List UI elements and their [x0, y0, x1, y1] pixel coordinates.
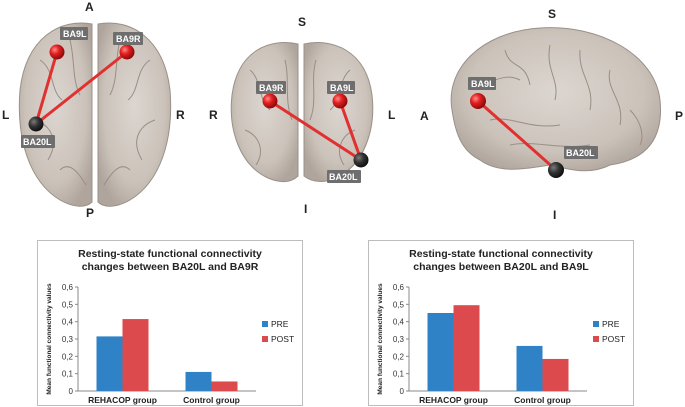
bar-post-0	[122, 319, 149, 391]
connection-line	[338, 100, 363, 161]
y-axis-label: Mean functional connectivity values	[46, 283, 53, 395]
orientation-top: A	[85, 0, 94, 14]
chart-svg: Mean functional connectivity values 0 0,1 0…	[377, 283, 625, 405]
orientation-right: L	[388, 108, 396, 122]
node-label-ba20l: BA20L	[23, 137, 52, 147]
y-tick-label: 0,2	[393, 352, 405, 361]
node-label-box	[564, 146, 598, 159]
y-tick-label: 0,6	[62, 283, 74, 292]
orientation-top: S	[548, 7, 557, 21]
y-tick-label: 0,5	[393, 300, 405, 309]
bar-pre-0	[427, 313, 454, 391]
node-label-ba9r: BA9R	[259, 83, 284, 93]
x-category-label: REHACOP group	[88, 395, 157, 405]
brain-axial-svg: BA9L BA9R BA20L	[18, 22, 172, 207]
orientation-right: R	[176, 108, 185, 122]
y-tick-label: 0,3	[393, 335, 405, 344]
legend-label-post: POST	[271, 334, 294, 344]
node-label-ba9l: BA9L	[63, 29, 87, 39]
connection-line	[269, 99, 362, 162]
node-ba9l	[332, 93, 348, 109]
legend-swatch-pre	[593, 321, 599, 327]
node-label-ba9l: BA9L	[330, 83, 354, 93]
y-tick-label: 0	[69, 387, 74, 396]
brain-silhouette	[18, 22, 172, 207]
node-label-box	[21, 135, 55, 148]
legend-label-post: POST	[602, 334, 625, 344]
orientation-right: P	[675, 109, 684, 123]
node-ba9l	[470, 93, 486, 109]
node-ba20l	[28, 116, 44, 132]
brain-view-axial: A P L R	[0, 0, 200, 235]
legend-label-pre: PRE	[271, 319, 289, 329]
brain-view-coronal: S I R L BA9R BA9L BA20L	[200, 0, 410, 235]
brain-coronal-svg: BA9R BA9L BA20L	[230, 42, 374, 183]
y-tick-label: 0,6	[393, 283, 405, 292]
x-category-label: REHACOP group	[419, 395, 488, 405]
orientation-left: L	[2, 108, 10, 122]
bar-pre-1	[516, 345, 543, 391]
orientation-top: S	[298, 15, 307, 29]
chart-title: Resting-state functional connectivity ch…	[409, 248, 593, 273]
x-category-label: Control group	[183, 395, 240, 405]
orientation-left: A	[420, 109, 429, 123]
brain-view-sagittal: S I A P BA9L BA20L	[410, 0, 685, 235]
bar-post-0	[453, 305, 480, 391]
node-label-box	[113, 32, 143, 45]
brain-sagittal-svg: BA9L BA20L	[450, 27, 662, 178]
chart-ba20l-ba9r: Resting-state functional connectivity ch…	[37, 240, 303, 406]
node-label-box	[327, 170, 361, 183]
y-tick-label: 0,1	[62, 370, 74, 379]
node-ba9r	[119, 44, 135, 60]
bar-pre-1	[185, 371, 212, 391]
node-ba20l	[548, 162, 564, 178]
chart-ba20l-ba9l: Resting-state functional connectivity ch…	[368, 240, 634, 406]
legend-swatch-pre	[262, 321, 268, 327]
bar-post-1	[542, 358, 569, 391]
node-ba9l	[49, 44, 65, 60]
y-tick-label: 0,2	[62, 352, 74, 361]
orientation-bottom: I	[304, 202, 308, 216]
brain-silhouette	[230, 42, 374, 183]
node-label-ba20l: BA20L	[566, 148, 595, 158]
bar-pre-0	[96, 336, 123, 391]
node-label-ba9r: BA9R	[116, 34, 141, 44]
node-label-ba9l: BA9L	[471, 79, 495, 89]
node-label-ba20l: BA20L	[329, 172, 358, 182]
node-ba9r	[262, 93, 278, 109]
orientation-bottom: P	[86, 206, 95, 220]
y-tick-label: 0,5	[62, 300, 74, 309]
orientation-bottom: I	[553, 208, 557, 222]
node-ba20l	[353, 152, 369, 168]
y-tick-label: 0,1	[393, 370, 405, 379]
connection-line	[477, 99, 557, 172]
x-category-label: Control group	[514, 395, 571, 405]
chart-title: Resting-state functional connectivity ch…	[78, 248, 262, 273]
legend-swatch-post	[262, 336, 268, 342]
brain-silhouette	[450, 27, 662, 172]
legend-swatch-post	[593, 336, 599, 342]
legend-label-pre: PRE	[602, 319, 620, 329]
y-axis-label: Mean functional connectivity values	[377, 283, 384, 395]
connection-line	[34, 51, 59, 125]
bar-post-1	[211, 381, 238, 391]
chart-svg: Mean functional connectivity values 0 0,1 0…	[46, 283, 294, 405]
node-label-box	[60, 27, 88, 40]
node-label-box	[468, 77, 496, 90]
y-tick-label: 0	[400, 387, 405, 396]
y-tick-label: 0,3	[62, 335, 74, 344]
y-tick-label: 0,4	[62, 318, 74, 327]
y-tick-label: 0,4	[393, 318, 405, 327]
node-label-box	[256, 81, 286, 94]
orientation-left: R	[209, 108, 218, 122]
connection-line	[35, 50, 128, 126]
node-label-box	[327, 81, 355, 94]
